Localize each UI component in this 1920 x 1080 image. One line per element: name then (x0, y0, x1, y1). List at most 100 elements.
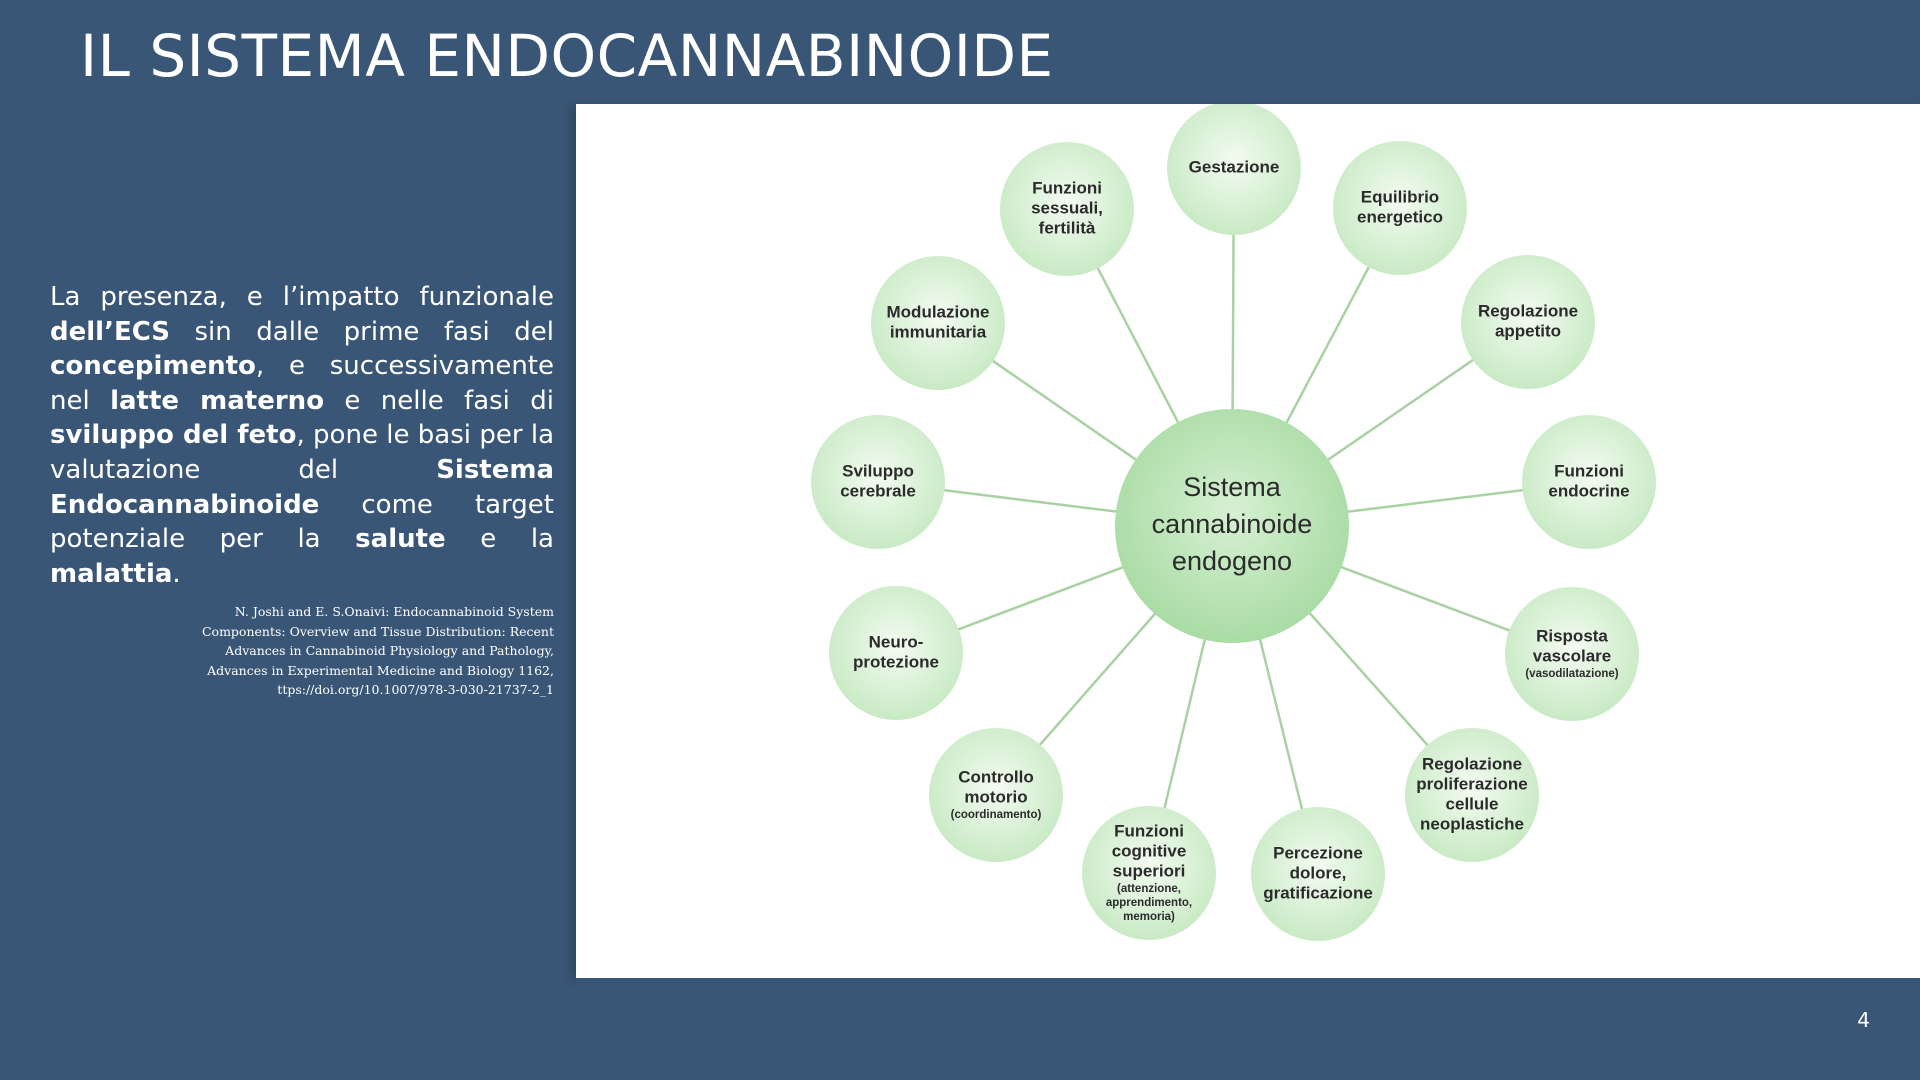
node-label: immunitaria (890, 322, 987, 341)
node-label: Controllo (958, 767, 1034, 786)
node-label: proliferazione (1416, 774, 1527, 793)
body-emphasis: sviluppo del feto (50, 420, 297, 451)
node-label: cognitive (1112, 841, 1187, 860)
node-label: Funzioni (1032, 178, 1102, 197)
node-circle (1082, 806, 1216, 940)
node-gestazione: Gestazione (1167, 104, 1301, 235)
node-label: cellule (1446, 794, 1499, 813)
node-circle (811, 415, 945, 549)
node-circle (1505, 587, 1639, 721)
body-text-run: e la (445, 524, 554, 555)
node-label: sessuali, (1031, 198, 1103, 217)
node-note: memoria) (1123, 911, 1175, 923)
node-circle (929, 728, 1063, 862)
body-text-run: , e successivamente nel (50, 351, 554, 416)
body-paragraph: La presenza, e l’impatto funzionale dell… (50, 280, 554, 591)
connector-funzioni-endocrine (1345, 488, 1527, 514)
node-neuroprotezione: Neuro-protezione (829, 586, 963, 720)
body-text-run: sin dalle prime fasi del (170, 316, 555, 347)
node-label: vascolare (1533, 646, 1611, 665)
center-node-label: endogeno (1172, 546, 1292, 576)
citation: N. Joshi and E. S.Onaivi: Endocannabinoi… (180, 602, 554, 700)
node-label: Equilibrio (1361, 187, 1439, 206)
body-emphasis: salute (355, 524, 446, 555)
node-label: Risposta (1536, 626, 1608, 645)
connector-regolazione-proliferazione (1307, 610, 1432, 749)
connector-regolazione-appetito (1325, 356, 1477, 462)
node-regolazione-proliferazione: Regolazioneproliferazionecelluleneoplast… (1405, 728, 1539, 862)
connector-equilibrio-energetico (1284, 263, 1372, 425)
node-circle (829, 586, 963, 720)
center-node-circle (1115, 409, 1349, 643)
bottom-band (576, 978, 1920, 1080)
node-label: energetico (1357, 207, 1443, 226)
body-text-run: . (172, 558, 181, 589)
citation-line: ttps://doi.org/10.1007/978-3-030-21737-2… (277, 682, 554, 698)
citation-line: Components: Overview and Tissue Distribu… (201, 623, 554, 639)
body-text-run: La presenza, e l’impatto funzionale (50, 282, 554, 312)
node-label: neoplastiche (1420, 814, 1524, 833)
connector-lines (940, 230, 1527, 814)
connector-neuroprotezione (954, 565, 1125, 632)
node-label: Funzioni (1114, 821, 1184, 840)
node-note: apprendimento, (1106, 897, 1192, 909)
node-label: Neuro- (869, 632, 924, 651)
body-emphasis: Sistema Endocannabinoide (50, 454, 554, 520)
body-text-run: e nelle fasi di (324, 385, 554, 416)
node-label: Sviluppo (842, 461, 914, 480)
node-circle (1000, 142, 1134, 276)
citation-line: N. Joshi and E. S.Onaivi: Endocannabinoi… (234, 604, 554, 619)
node-label: Modulazione (887, 302, 990, 321)
node-label: Percezione (1273, 843, 1363, 862)
slide-title: IL SISTEMA ENDOCANNABINOIDE (80, 22, 1054, 90)
node-circle (1461, 255, 1595, 389)
connector-risposta-vascolare (1339, 565, 1514, 633)
center-node-label: cannabinoide (1152, 509, 1313, 539)
body-emphasis: malattia (50, 558, 173, 589)
node-note: (coordinamento) (951, 809, 1042, 821)
ecs-functions-diagram: SistemacannabinoideendogenoGestazioneEqu… (811, 104, 1656, 941)
body-emphasis: dell’ECS (50, 316, 170, 347)
node-label: cerebrale (840, 481, 916, 500)
node-label: motorio (964, 787, 1027, 806)
connector-percezione-dolore (1258, 637, 1305, 814)
body-emphasis: latte materno (110, 385, 325, 416)
body-text-run: , pone le basi per la valutazione del (50, 420, 555, 485)
node-label: fertilità (1039, 218, 1096, 237)
connector-controllo-motorio (1036, 611, 1158, 749)
citation-line: Advances in Experimental Medicine and Bi… (207, 662, 554, 678)
node-label: gratificazione (1263, 883, 1373, 902)
node-circle (1405, 728, 1539, 862)
node-circle (871, 256, 1005, 390)
node-circle (1251, 807, 1385, 941)
node-label: endocrine (1548, 481, 1629, 500)
node-note: (attenzione, (1117, 883, 1181, 895)
body-text-run: come target potenziale per la (50, 489, 554, 555)
node-label: Regolazione (1422, 754, 1522, 773)
body-emphasis: concepimento (50, 351, 256, 382)
node-label: appetito (1495, 321, 1561, 340)
node-note: (vasodilatazione) (1525, 668, 1618, 680)
connector-gestazione (1231, 230, 1235, 412)
node-circle (1167, 104, 1301, 235)
node-label: protezione (853, 652, 939, 671)
node-circle (1333, 141, 1467, 275)
page-number: 4 (1857, 1008, 1870, 1032)
node-label: superiori (1113, 861, 1186, 880)
node-circle (1522, 415, 1656, 549)
connector-sviluppo-cerebrale (940, 488, 1119, 514)
node-label: Funzioni (1554, 461, 1624, 480)
node-label: Regolazione (1478, 301, 1578, 320)
